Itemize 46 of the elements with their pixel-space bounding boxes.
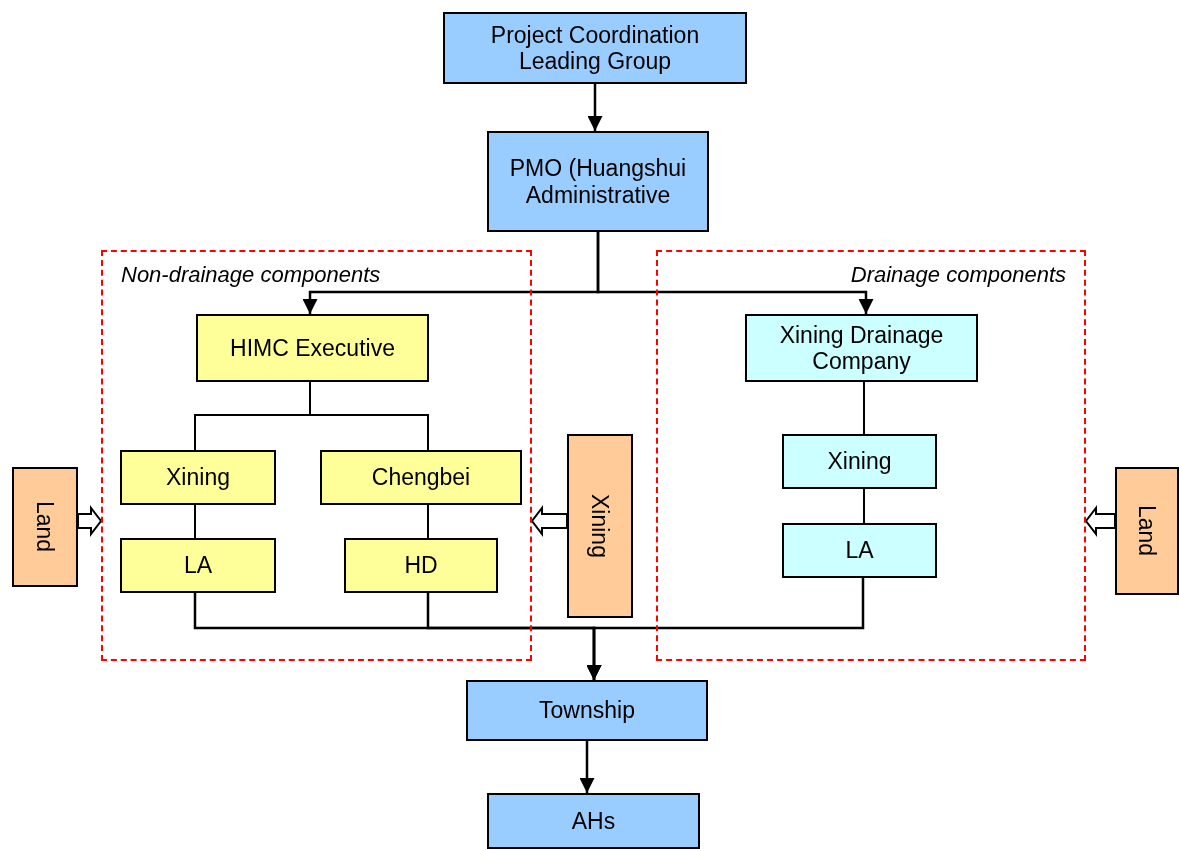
box-label: Xining Drainage Company [778, 321, 945, 375]
box-label: LA [183, 552, 213, 579]
connector-line [427, 504, 429, 539]
box-label: Xining [827, 448, 892, 475]
org-box [120, 538, 276, 593]
box-label: Chengbei [371, 464, 471, 491]
connector-line [309, 381, 429, 451]
org-box [782, 523, 937, 578]
box-label: Township [539, 697, 635, 724]
component-group-frame [656, 250, 1086, 661]
arrow [586, 578, 865, 680]
connector-line [863, 381, 865, 435]
org-box [745, 314, 978, 382]
box-label: HD [404, 552, 438, 579]
box-label: Land [1133, 505, 1161, 557]
box-label: Project Coordination Leading Group [489, 21, 701, 75]
side-box [1115, 467, 1179, 595]
hollow-arrow [530, 505, 568, 537]
org-box [466, 680, 708, 741]
hollow-arrow [77, 505, 103, 537]
box-label: Xining [166, 464, 230, 491]
box-label: HIMC Executive [230, 334, 395, 362]
connector-line [863, 488, 865, 524]
connector-line [194, 504, 196, 539]
box-label: PMO (Huangshui Administrative [508, 155, 688, 208]
group-title: Drainage components [850, 262, 1066, 288]
hollow-arrow [1084, 505, 1116, 537]
org-box [782, 434, 937, 489]
org-box [344, 538, 498, 593]
org-box [320, 450, 522, 505]
box-label: LA [845, 537, 874, 564]
box-label: Xining [586, 494, 614, 558]
group-title: Non-drainage components [121, 262, 381, 288]
box-label: AHs [571, 807, 616, 835]
arrow [596, 232, 874, 314]
org-box [443, 12, 747, 84]
org-box [120, 450, 276, 505]
component-group-frame [101, 250, 532, 661]
org-box [487, 793, 700, 849]
org-box [196, 314, 429, 382]
arrow [587, 84, 603, 131]
arrow [579, 741, 595, 793]
side-box [567, 434, 633, 618]
side-box [12, 467, 78, 587]
box-label: Land [31, 501, 59, 553]
org-box [487, 131, 709, 232]
